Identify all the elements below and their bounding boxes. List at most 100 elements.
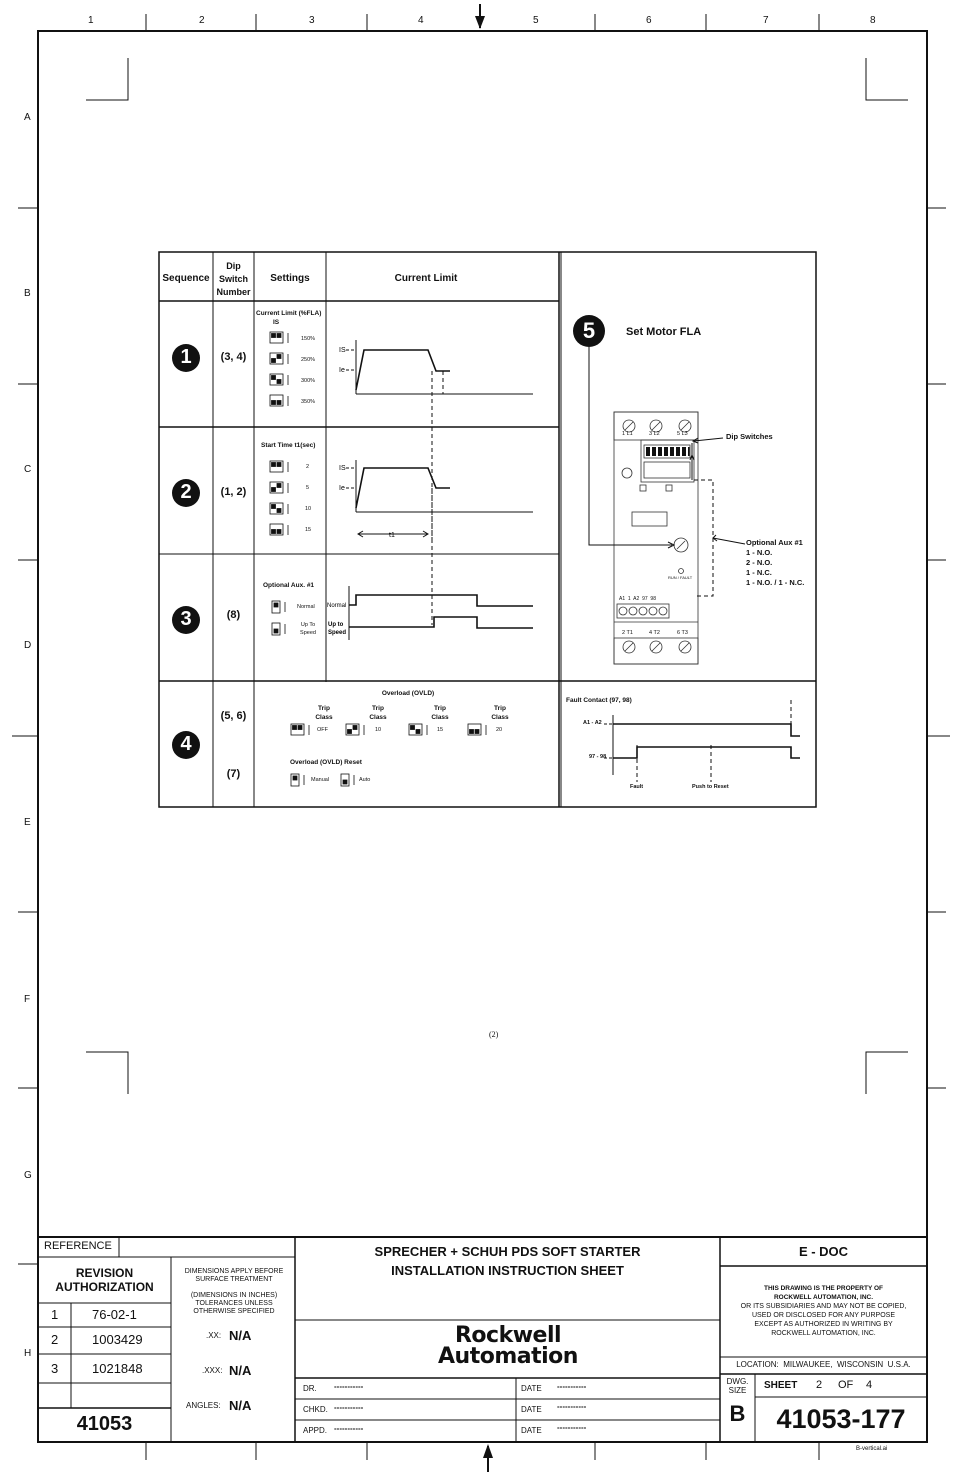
aux-option: 1 - N.O. / 1 - N.C. <box>746 578 805 587</box>
row-letter: C <box>24 464 32 475</box>
dip-number-row3: (8) <box>226 609 241 621</box>
graph3-normal-label: Normal <box>327 603 346 609</box>
trip-class-label: Trip Class <box>369 705 387 721</box>
graph2-ie-label: Ie <box>339 485 345 492</box>
current-limit-option: 300% <box>301 378 316 384</box>
graph1-is-label: IS <box>339 347 346 354</box>
start-time-option: 5 <box>306 485 310 491</box>
dip-switch-icon <box>269 373 284 386</box>
trip-option: 15 <box>437 727 444 733</box>
chkd-label: CHKD. <box>303 1405 328 1414</box>
col-number: 3 <box>309 15 315 26</box>
revision-number: 3 <box>51 1361 59 1376</box>
revision-number: 2 <box>51 1332 59 1347</box>
row-letter: D <box>24 640 32 651</box>
trip-option: 10 <box>375 727 382 733</box>
dip-number-row1: (3, 4) <box>220 351 247 363</box>
col-number: 2 <box>199 15 205 26</box>
date-label: DATE <box>521 1405 542 1414</box>
graph3-uptospeed-label: Up to <box>328 622 344 628</box>
sheet-label: SHEET <box>764 1380 798 1391</box>
revision-value: 1003429 <box>92 1332 143 1347</box>
appd-label: APPD. <box>303 1426 328 1435</box>
terminal-label-bottom: 2 T1 <box>622 630 633 636</box>
angles-value: N/A <box>229 1398 252 1413</box>
start-time-option: 10 <box>305 506 312 512</box>
property-line: EXCEPT AS AUTHORIZED IN WRITING BY <box>754 1321 893 1328</box>
fault-signal-a1a2: A1 - A2 <box>583 720 602 726</box>
col-number: 8 <box>870 15 876 26</box>
col-number: 4 <box>418 15 424 26</box>
start-time-option: 2 <box>306 464 310 470</box>
trip-class-label: Trip Class <box>491 705 509 721</box>
rockwell-logo-line2: Automation <box>438 1344 578 1369</box>
drawing-number: 41053-177 <box>776 1404 906 1434</box>
rockwell-logo-line1: Rockwell <box>454 1323 562 1348</box>
row-letter: A <box>24 112 31 123</box>
date-label: DATE <box>521 1426 542 1435</box>
trip-class-label: Trip Class <box>315 705 333 721</box>
ovld-reset-title: Overload (OVLD) Reset <box>290 759 362 766</box>
terminal-label-top: 1 L1 <box>622 431 633 437</box>
dip-switch-icon <box>269 331 284 344</box>
sequence-circles <box>172 315 605 759</box>
fault-event-fault: Fault <box>630 784 644 790</box>
dip-number-row2: (1, 2) <box>220 486 247 498</box>
terminal-label-bottom: 4 T2 <box>649 630 660 636</box>
dip-switch-icon <box>290 773 300 787</box>
row-letter: G <box>24 1170 32 1181</box>
sequence-number-1: 1 <box>180 346 192 368</box>
sequence-number-4: 4 <box>180 733 192 755</box>
start-time-option: 15 <box>305 527 312 533</box>
location: LOCATION: MILWAUKEE, WISCONSIN U.S.A. <box>736 1360 911 1369</box>
revision-number: 1 <box>51 1307 59 1322</box>
property-line: ROCKWELL AUTOMATION, INC. <box>771 1330 876 1337</box>
header-sequence: Sequence <box>162 273 210 284</box>
header-current-limit: Current Limit <box>394 273 458 284</box>
run-fault-led-label: RUN / FAULT <box>668 575 693 580</box>
aux-option-up-to-speed: Up To Speed <box>300 622 316 636</box>
dip-switch-icon <box>271 622 281 636</box>
settings-sub-is: IS <box>273 319 280 326</box>
sequence-number-5: 5 <box>582 318 596 343</box>
header-dip-3: Number <box>216 287 251 297</box>
row-letter: F <box>24 994 31 1005</box>
tol-xx-value: N/A <box>229 1328 252 1343</box>
dip-switch-icon <box>408 723 423 736</box>
dr-label: DR. <box>303 1384 317 1393</box>
aux-option: 1 - N.O. <box>746 548 773 557</box>
dip-switch-icon <box>345 723 360 736</box>
property-line: USED OR DISCLOSED FOR ANY PURPOSE <box>751 1312 895 1319</box>
graph1-ie-label: Ie <box>339 367 345 374</box>
aux-option: 1 - N.C. <box>746 568 772 577</box>
settings-title-aux: Optional Aux. #1 <box>263 582 315 589</box>
edoc-label: E - DOC <box>798 1244 849 1259</box>
header-dip-2: Switch <box>218 274 248 284</box>
tol-xxx-value: N/A <box>229 1363 252 1378</box>
page-marker: (2) <box>489 1030 499 1039</box>
dwg-size-value: B <box>729 1401 746 1426</box>
row-letter: H <box>24 1348 32 1359</box>
dip-number-row4a: (5, 6) <box>220 710 247 722</box>
sequence-number-3: 3 <box>180 608 192 630</box>
row-letter: E <box>24 817 31 828</box>
trip-option: 20 <box>496 727 503 733</box>
date-value: ----------- <box>557 1402 587 1411</box>
settings-title-start-time: Start Time t1(sec) <box>261 442 316 449</box>
dip-switch-icon <box>269 502 284 515</box>
dr-value: ----------- <box>334 1382 364 1391</box>
graph2-is-label: IS <box>339 465 346 472</box>
col-number: 1 <box>88 15 94 26</box>
dip-switches-label: Dip Switches <box>726 432 773 441</box>
dip-switch-icon <box>271 600 281 614</box>
terminal-label-top: 3 L2 <box>649 431 660 437</box>
col-number: 7 <box>763 15 769 26</box>
dip-switch-icon <box>467 723 482 736</box>
revision-value: 1021848 <box>92 1361 143 1376</box>
chkd-value: ----------- <box>334 1403 364 1412</box>
graph3-uptospeed-label-2: Speed <box>328 630 346 636</box>
